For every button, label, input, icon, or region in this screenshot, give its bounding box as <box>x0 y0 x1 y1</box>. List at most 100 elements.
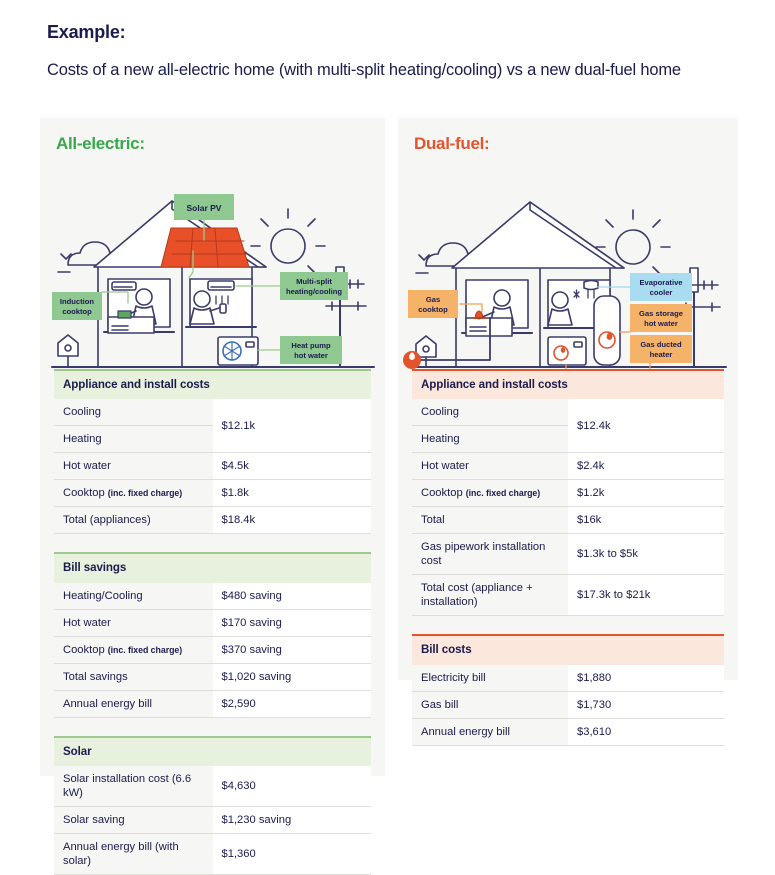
table-row: Solar saving $1,230 saving <box>54 806 371 835</box>
table-header: Bill costs <box>412 634 724 665</box>
table-row: Cooling $12.4k <box>412 399 724 454</box>
row-value: $16k <box>568 506 724 535</box>
svg-text:cooler: cooler <box>650 288 673 297</box>
row-value: $1.2k <box>568 479 724 508</box>
panel-title-dual-fuel: Dual-fuel: <box>414 134 490 153</box>
row-label: Hot water <box>412 452 568 481</box>
row-label: Heating <box>412 425 568 454</box>
svg-text:Gas: Gas <box>426 295 440 304</box>
table-appliance-install-costs-left: Appliance and install costs Cooling $12.… <box>54 368 371 535</box>
table-row: Hot water $4.5k <box>54 452 371 481</box>
table-solar: Solar Solar installation cost (6.6 kW) $… <box>54 735 371 875</box>
row-label: Solar saving <box>54 806 213 835</box>
svg-text:Heat pump: Heat pump <box>291 341 331 350</box>
table-appliance-install-costs-right: Appliance and install costs Cooling $12.… <box>412 368 724 617</box>
row-value: $1,360 <box>212 833 371 875</box>
row-value: $2,590 <box>212 690 371 718</box>
row-value: $1.3k to $5k <box>568 533 724 576</box>
row-label: Gas bill <box>412 691 568 719</box>
row-label: Annual energy bill (with solar) <box>54 833 213 875</box>
row-value: $1,020 saving <box>212 663 371 691</box>
illustration-label-gas-storage-hot-water: Gas storage hot water <box>630 304 692 332</box>
table-row: Heating <box>54 425 371 454</box>
row-value: $480 saving <box>212 582 371 610</box>
row-label: Electricity bill <box>412 664 568 692</box>
row-label: Hot water <box>54 609 213 637</box>
row-value: $18.4k <box>212 506 371 535</box>
row-value: $1,880 <box>568 664 724 692</box>
row-label: Total cost (appliance + installation) <box>412 574 568 617</box>
svg-text:Gas ducted: Gas ducted <box>640 340 682 349</box>
right-tables: Appliance and install costs Cooling $12.… <box>398 368 738 746</box>
row-sublabel: (inc. fixed charge) <box>107 488 183 499</box>
infographic-page: Example: Costs of a new all-electric hom… <box>40 22 738 875</box>
row-label: Gas pipework installation cost <box>412 533 568 576</box>
row-value: $1.8k <box>212 479 371 508</box>
row-label: Heating <box>54 425 213 454</box>
row-sublabel: (inc. fixed charge) <box>465 488 541 499</box>
row-sublabel: (inc. fixed charge) <box>107 644 183 655</box>
table-header: Appliance and install costs <box>412 368 724 400</box>
table-row: Gas pipework installation cost $1.3k to … <box>412 533 724 576</box>
table-row: Hot water $2.4k <box>412 452 724 481</box>
svg-text:Evaporative: Evaporative <box>639 278 682 287</box>
panel-all-electric: All-electric: <box>40 118 385 875</box>
table-row: Electricity bill $1,880 <box>412 664 724 692</box>
table-bill-savings: Bill savings Heating/Cooling $480 saving… <box>54 552 371 718</box>
table-row: Cooktop (inc. fixed charge) $1.2k <box>412 479 724 508</box>
svg-text:cooktop: cooktop <box>62 307 92 316</box>
row-label: Heating/Cooling <box>54 582 213 610</box>
row-label: Cooktop (inc. fixed charge) <box>412 479 568 508</box>
row-label: Cooling <box>54 399 213 427</box>
illustration-label-heat-pump: Heat pump hot water <box>280 336 342 364</box>
table-header: Solar <box>54 735 371 767</box>
table-row: Annual energy bill (with solar) $1,360 <box>54 833 371 875</box>
row-label: Hot water <box>54 452 213 481</box>
row-value: $170 saving <box>212 609 371 637</box>
dual-fuel-house-illustration: Gas cooktop Evaporative cooler Gas stora… <box>398 154 738 369</box>
panel-dual-fuel: Dual-fuel: <box>398 118 738 746</box>
row-label: Total (appliances) <box>54 506 213 535</box>
svg-text:Induction: Induction <box>60 297 95 306</box>
row-label: Cooktop (inc. fixed charge) <box>54 636 213 664</box>
table-row: Heating/Cooling $480 saving <box>54 582 371 610</box>
table-row: Gas bill $1,730 <box>412 691 724 719</box>
row-value: $4.5k <box>212 452 371 481</box>
row-value: $2.4k <box>568 452 724 481</box>
illustration-label-gas-ducted-heater: Gas ducted heater <box>630 335 692 363</box>
svg-text:hot water: hot water <box>294 351 328 360</box>
svg-text:cooktop: cooktop <box>418 305 448 314</box>
table-row: Cooling $12.1k <box>54 399 371 454</box>
illustration-label-evaporative-cooler: Evaporative cooler <box>630 273 692 301</box>
header-eyebrow: Example: <box>47 22 126 42</box>
table-row: Total savings $1,020 saving <box>54 663 371 691</box>
header-description: Costs of a new all-electric home (with m… <box>47 61 681 79</box>
row-value: $3,610 <box>568 718 724 746</box>
table-row: Cooktop (inc. fixed charge) $1.8k <box>54 479 371 508</box>
all-electric-house-illustration: Solar PV Induction cooktop Multi-split h… <box>40 154 385 369</box>
table-row: Annual energy bill $2,590 <box>54 690 371 718</box>
row-value: $370 saving <box>212 636 371 664</box>
row-value: $17.3k to $21k <box>568 574 724 617</box>
row-label: Cooktop (inc. fixed charge) <box>54 479 213 508</box>
illustration-label-multi-split: Multi-split heating/cooling <box>280 272 348 300</box>
table-row: Hot water $170 saving <box>54 609 371 637</box>
page-header: Example: Costs of a new all-electric hom… <box>47 22 737 82</box>
row-label: Annual energy bill <box>412 718 568 746</box>
row-value: $12.4k <box>568 399 724 454</box>
row-label: Total <box>412 506 568 535</box>
table-row: Heating <box>412 425 724 454</box>
left-tables: Appliance and install costs Cooling $12.… <box>40 368 385 875</box>
row-label: Annual energy bill <box>54 690 213 718</box>
illustration-label-solar-pv: Solar PV <box>174 194 234 220</box>
table-row: Cooktop (inc. fixed charge) $370 saving <box>54 636 371 664</box>
row-label: Solar installation cost (6.6 kW) <box>54 766 213 808</box>
table-row: Solar installation cost (6.6 kW) $4,630 <box>54 766 371 808</box>
svg-text:heating/cooling: heating/cooling <box>286 287 342 296</box>
svg-text:hot water: hot water <box>644 319 678 328</box>
table-row: Total $16k <box>412 506 724 535</box>
panel-title-all-electric: All-electric: <box>56 134 145 153</box>
table-bill-costs: Bill costs Electricity bill $1,880 Gas b… <box>412 634 724 746</box>
illustration-label-gas-cooktop: Gas cooktop <box>408 290 458 318</box>
table-header: Bill savings <box>54 552 371 583</box>
